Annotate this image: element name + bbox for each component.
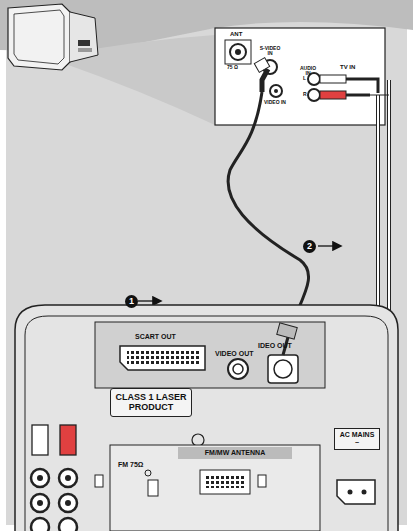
- mains-label-box: AC MAINS ~: [334, 428, 380, 450]
- port-label: VIDEO IN: [262, 100, 288, 105]
- node-text: CLASS 1 LASER PRODUCT: [114, 392, 188, 413]
- channel-label: R: [303, 92, 307, 97]
- callout-number: 2: [303, 240, 316, 253]
- node-text: AC MAINS ~: [337, 431, 377, 447]
- port-label: SCART OUT: [135, 333, 176, 340]
- port-label: AUDIO IN: [298, 66, 318, 76]
- antenna-label: FM 75Ω: [118, 461, 143, 468]
- node-text: FM/MW ANTENNA: [180, 449, 290, 457]
- channel-label: L: [303, 76, 306, 81]
- antenna-label-bar: FM/MW ANTENNA: [178, 447, 292, 459]
- laser-warning-box: CLASS 1 LASER PRODUCT: [110, 388, 192, 417]
- port-label: ANT: [230, 31, 242, 37]
- port-label: TV IN: [340, 64, 355, 70]
- port-label: S-VIDEO IN: [257, 46, 283, 56]
- port-label: VIDEO OUT: [215, 350, 254, 357]
- impedance-label: 75 Ω: [227, 65, 238, 70]
- callout-number: 1: [125, 295, 138, 308]
- port-label: IDEO OUT: [258, 342, 292, 349]
